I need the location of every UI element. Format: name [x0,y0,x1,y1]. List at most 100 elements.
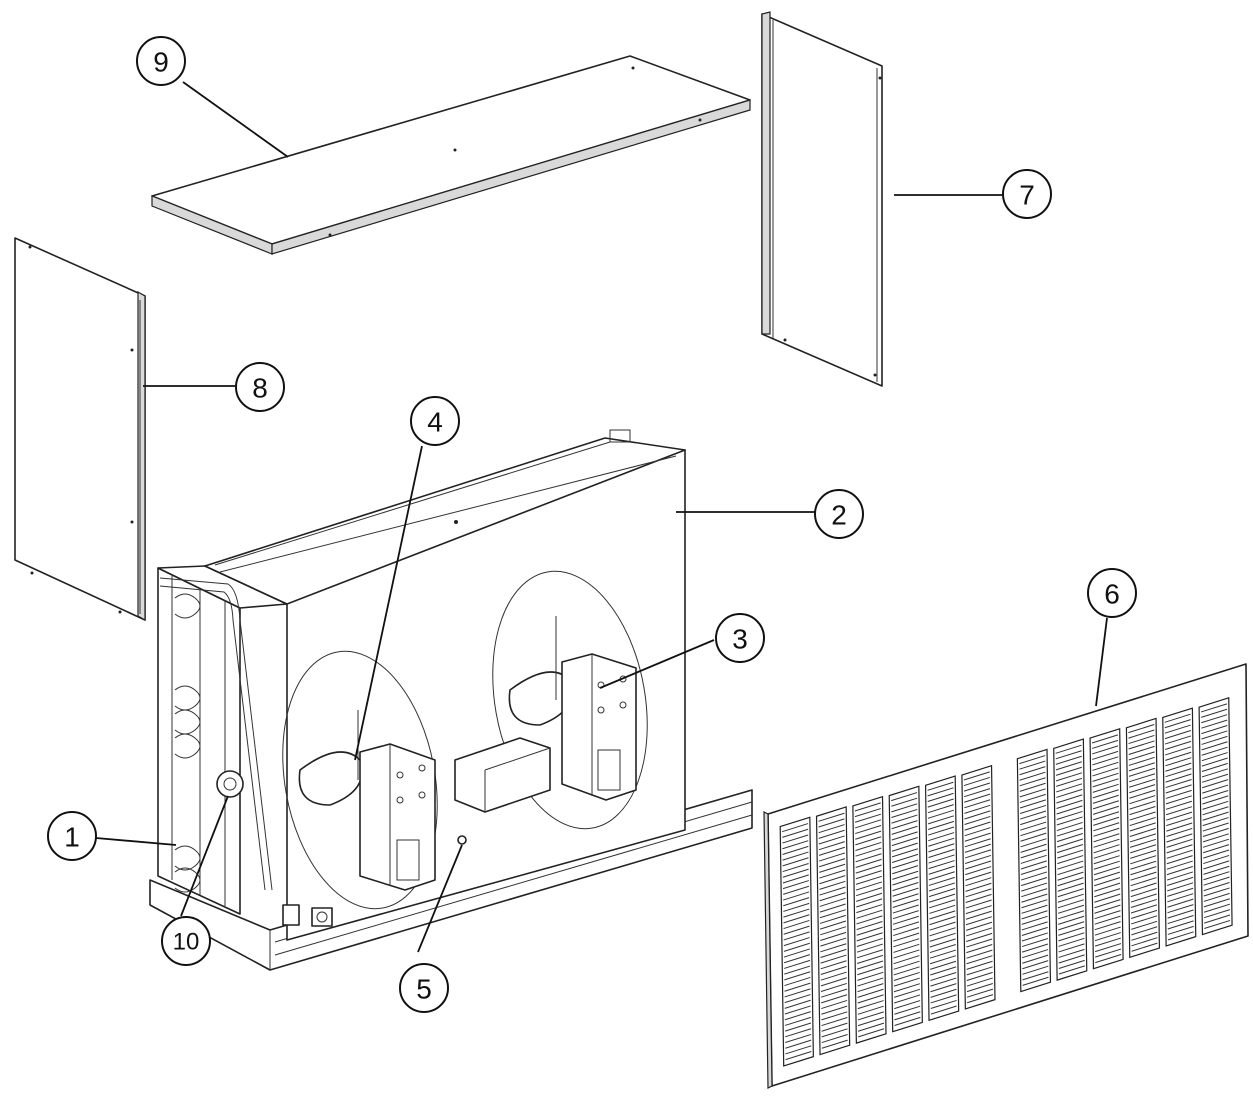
louver-line [820,988,848,998]
louver-line [1021,915,1048,925]
louver-line [964,849,992,859]
louver-line [783,925,810,935]
louver-line [857,1011,884,1021]
louver-line [820,960,847,970]
louver-line [1204,914,1231,924]
louver-line [1019,799,1046,809]
louver-line [820,943,847,953]
louver-line [785,1033,812,1044]
louver-line [928,837,955,847]
louver-line [855,825,882,835]
louver-line [1128,773,1156,783]
louver-line [785,1039,812,1049]
louver-line [1130,844,1157,854]
louver-line [1130,904,1158,914]
louver-line [1166,866,1193,876]
louver-line [818,846,845,856]
louver-line [1092,789,1119,799]
louver-line [930,988,957,998]
louver-line [1203,844,1230,854]
louver-line [963,788,991,798]
louver-line [819,914,846,924]
louver-line [1165,773,1192,783]
louver-line [1092,745,1119,755]
louver-line [1130,893,1157,903]
louver-line [857,1017,884,1027]
louver-line [1020,821,1047,831]
louver-line [1021,877,1048,887]
louver-line [891,797,918,807]
coil-bends [174,593,201,893]
louver-line [1093,833,1120,843]
louver-line [891,842,918,852]
louver-line [1165,746,1192,756]
louver-line [891,831,918,841]
louver-line [1020,810,1047,820]
louver-line [1021,932,1048,942]
louver-line [892,898,919,908]
louver-line [892,915,919,925]
louver-line [1019,760,1046,770]
louver-line [820,948,847,958]
callout-8: 8 [235,362,285,412]
louver-line [855,853,882,863]
louver-line [1164,724,1191,734]
louver-line [1021,910,1048,920]
louver-line [782,862,809,873]
louver-line [821,1011,848,1021]
louver-line [891,808,918,818]
louver-line [1092,761,1119,771]
louver-line [893,932,920,942]
louver-line [965,871,992,881]
louver-line [893,926,920,937]
louver-line [965,905,992,915]
louver-line [965,910,992,920]
callouts: 1 2 3 4 5 6 7 8 [47,36,1137,1013]
louver-line [855,881,882,891]
louver-line [892,921,920,931]
louver-line [894,1011,921,1021]
louver-line [782,874,809,884]
louver-line [782,828,809,838]
louver-line [1057,860,1084,870]
louver-line [1166,827,1193,838]
louver-line [928,871,955,881]
louver-line [782,868,809,878]
louver-line [1166,849,1193,859]
louver-line [1201,768,1229,778]
louver-line [927,820,955,830]
louver-line [965,877,992,887]
louver-line [1092,772,1119,782]
svg-text:9: 9 [153,47,169,78]
louver-line [930,999,957,1010]
louver-line [1058,937,1085,947]
louver-line [893,966,920,976]
louver-line [1093,838,1120,848]
louver-line [892,910,919,920]
louver-line [855,875,882,885]
louver-line [782,823,809,833]
louver-line [1058,921,1085,931]
louver-line [1019,793,1046,803]
louver-line [1166,876,1194,886]
louver-line [1020,832,1047,842]
louver-line [1201,735,1228,745]
louver-line [783,891,810,901]
leader-lines [95,81,1108,953]
louver-line [1203,860,1230,870]
louver-line [1055,772,1083,782]
louver-line [1020,854,1047,864]
louver-line [964,799,991,809]
louver-line [1165,795,1192,805]
louver-line [929,944,956,954]
louver-line [929,938,956,948]
louver-line [784,988,811,998]
louver-line [819,897,846,907]
louver-line [1164,735,1192,745]
louver-line [1166,860,1193,870]
louver-line [783,931,810,941]
louver-line [1091,734,1119,744]
louver-line [964,843,991,853]
louver-line [784,959,811,969]
louver-line [782,840,809,850]
